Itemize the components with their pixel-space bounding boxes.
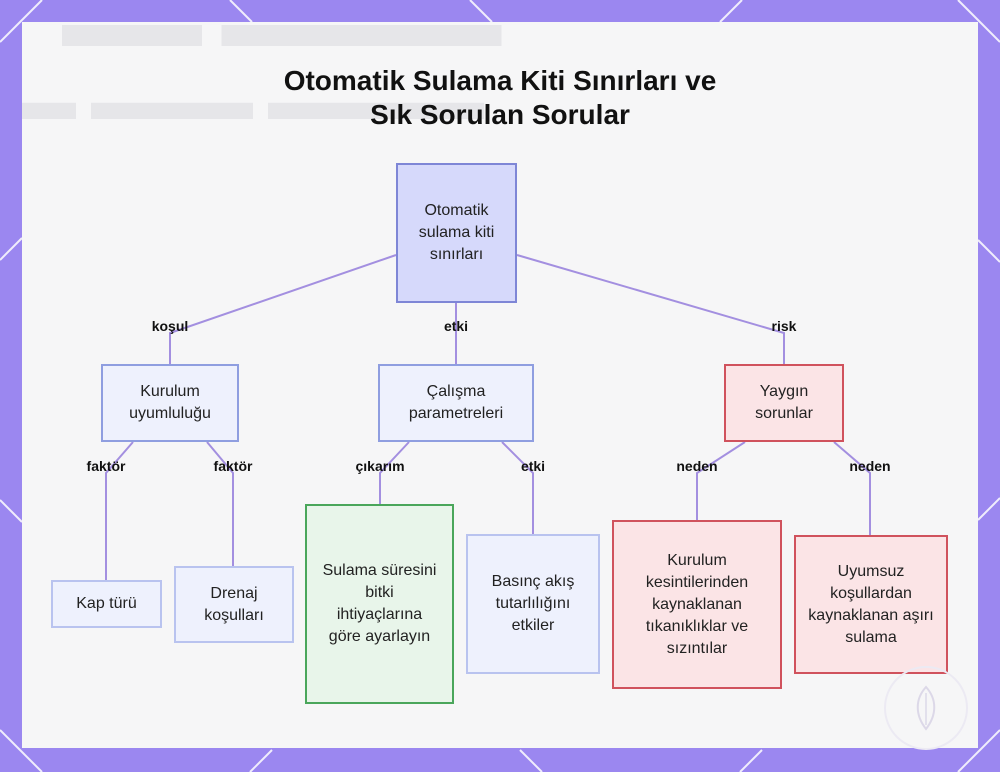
title-line-1: Otomatik Sulama Kiti Sınırları ve: [283, 65, 717, 96]
edge-yaygin-uyumsuz: [833, 441, 871, 535]
edge-label-neden-1: neden: [676, 458, 718, 474]
leaf-icon: [884, 666, 968, 750]
node-drenaj-label: Drenaj koşulları: [204, 584, 264, 624]
edge-label-neden-2: neden: [849, 458, 891, 474]
background-watermark: ▬ ▬▬▬ ▬▬▬▬: [22, 71, 485, 131]
background-watermark: ▬▬ ▬▬▬▬: [62, 22, 502, 61]
node-kap-label: Kap türü: [76, 595, 137, 612]
edge-calisma-basinc: [501, 441, 534, 534]
node-kurulum-label: Kurulum uyumluluğu: [129, 383, 211, 422]
edge-label-cikarim: çıkarım: [355, 458, 405, 474]
node-calisma-label: Çalışma parametreleri: [408, 383, 504, 422]
edge-label-etki-2: etki: [520, 458, 546, 474]
edge-yaygin-kesinti: [696, 441, 746, 520]
edge-label-faktor-1: faktör: [86, 458, 126, 474]
node-kurulum-kesintileri: Kurulum kesintilerinden kaynaklanan tıka…: [612, 520, 782, 689]
diagram-title: Otomatik Sulama Kiti Sınırları ve Sık So…: [200, 64, 800, 132]
leaf-icon-shape: [916, 685, 936, 731]
node-uyumsuz-kosullar: Uyumsuz koşullardan kaynaklanan aşırı su…: [794, 535, 948, 674]
node-kap-turu: Kap türü: [51, 580, 162, 628]
node-drenaj-kosullari: Drenaj koşulları: [174, 566, 294, 643]
edge-label-risk: risk: [771, 318, 797, 334]
edge-calisma-sulama: [379, 441, 410, 504]
node-kurulum-uyumlulugu: Kurulum uyumluluğu: [101, 364, 239, 442]
edge-root-yaygin: [516, 254, 785, 364]
node-sulama-label: Sulama süresini bitki ihtiyaçlarına göre…: [322, 562, 437, 645]
node-yaygin-sorunlar: Yaygın sorunlar: [724, 364, 844, 442]
node-calisma-parametreleri: Çalışma parametreleri: [378, 364, 534, 442]
edge-label-kosul: koşul: [151, 318, 189, 334]
edge-label-faktor-2: faktör: [213, 458, 253, 474]
node-uyumsuz-label: Uyumsuz koşullardan kaynaklanan aşırı su…: [808, 562, 934, 646]
node-basinc: Basınç akış tutarlılığını etkiler: [466, 534, 600, 674]
node-basinc-label: Basınç akış tutarlılığını etkiler: [491, 573, 575, 634]
title-line-2: Sık Sorulan Sorular: [370, 99, 630, 130]
edge-root-kurulum: [169, 254, 397, 364]
node-yaygin-label: Yaygın sorunlar: [755, 383, 813, 422]
edge-kurulum-kap: [105, 441, 134, 580]
edge-label-etki: etki: [443, 318, 469, 334]
node-root-label: Otomatik sulama kiti sınırları: [418, 202, 495, 263]
edge-kurulum-drenaj: [206, 441, 234, 566]
node-sulama-suresi: Sulama süresini bitki ihtiyaçlarına göre…: [305, 504, 454, 704]
node-kesinti-label: Kurulum kesintilerinden kaynaklanan tıka…: [645, 551, 749, 657]
node-root: Otomatik sulama kiti sınırları: [396, 163, 517, 303]
